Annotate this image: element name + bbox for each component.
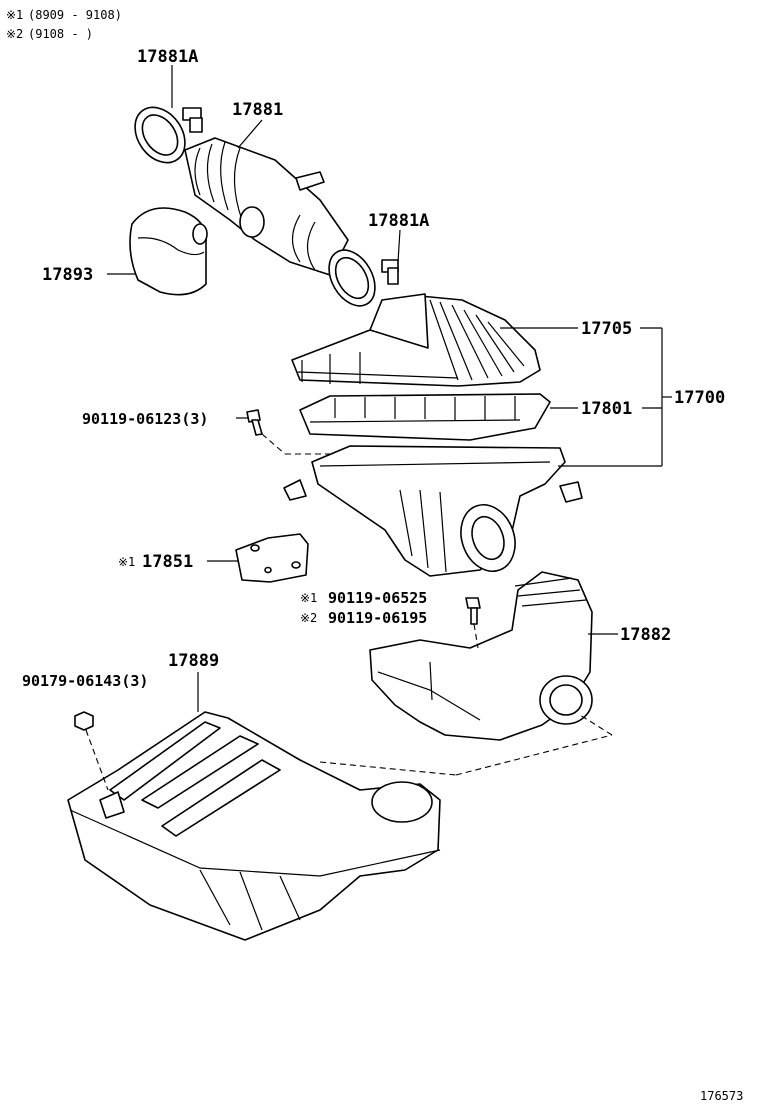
label-90119-06123: 90119-06123(3) — [82, 410, 208, 428]
label-17851: 17851 — [142, 552, 193, 572]
label-17881a-top: 17881A — [137, 47, 198, 67]
leader-lines — [107, 65, 672, 712]
label-17881a-mid: 17881A — [368, 211, 429, 231]
applicability-notes: ※1 (8909 - 9108) ※2 (9108 - ) — [6, 8, 122, 41]
bolt-90119-06525[interactable] — [465, 597, 481, 625]
label-17851-mark: ※1 — [118, 555, 135, 569]
label-17893: 17893 — [42, 265, 93, 285]
hose-clamp-middle[interactable] — [320, 242, 399, 314]
label-17889: 17889 — [168, 651, 219, 671]
bracket-17851[interactable] — [235, 533, 309, 583]
hose-clamp-top[interactable] — [125, 98, 203, 172]
label-90119-06195: 90119-06195 — [328, 609, 427, 627]
note-2-mark: ※2 — [6, 27, 23, 41]
figure-number: 176573 — [700, 1089, 743, 1103]
part-labels: 17881A 17881 17881A 17893 17705 17801 17… — [22, 47, 725, 690]
alignment-lines — [85, 433, 613, 791]
label-17881: 17881 — [232, 100, 283, 120]
air-cleaner-case[interactable] — [283, 445, 583, 579]
bolt-90119-06123[interactable] — [246, 409, 263, 436]
label-17700: 17700 — [674, 388, 725, 408]
label-90119-06525: 90119-06525 — [328, 589, 427, 607]
note-1-mark: ※1 — [6, 8, 23, 22]
label-90119-06195-mark: ※2 — [300, 611, 317, 625]
air-cleaner-cap[interactable] — [291, 293, 541, 387]
air-inlet-duct[interactable] — [369, 571, 593, 741]
label-90179-06143: 90179-06143(3) — [22, 672, 148, 690]
nut-90179-06143[interactable] — [74, 711, 94, 731]
air-filter-element[interactable] — [299, 393, 551, 441]
note-1-range: (8909 - 9108) — [28, 8, 122, 22]
label-90119-06525-mark: ※1 — [300, 591, 317, 605]
resonator-small[interactable] — [129, 207, 208, 296]
air-cleaner-hose[interactable] — [184, 137, 349, 276]
label-17882: 17882 — [620, 625, 671, 645]
label-17705: 17705 — [581, 319, 632, 339]
label-17801: 17801 — [581, 399, 632, 419]
resonator-17889[interactable] — [67, 711, 441, 941]
note-2-range: (9108 - ) — [28, 27, 93, 41]
